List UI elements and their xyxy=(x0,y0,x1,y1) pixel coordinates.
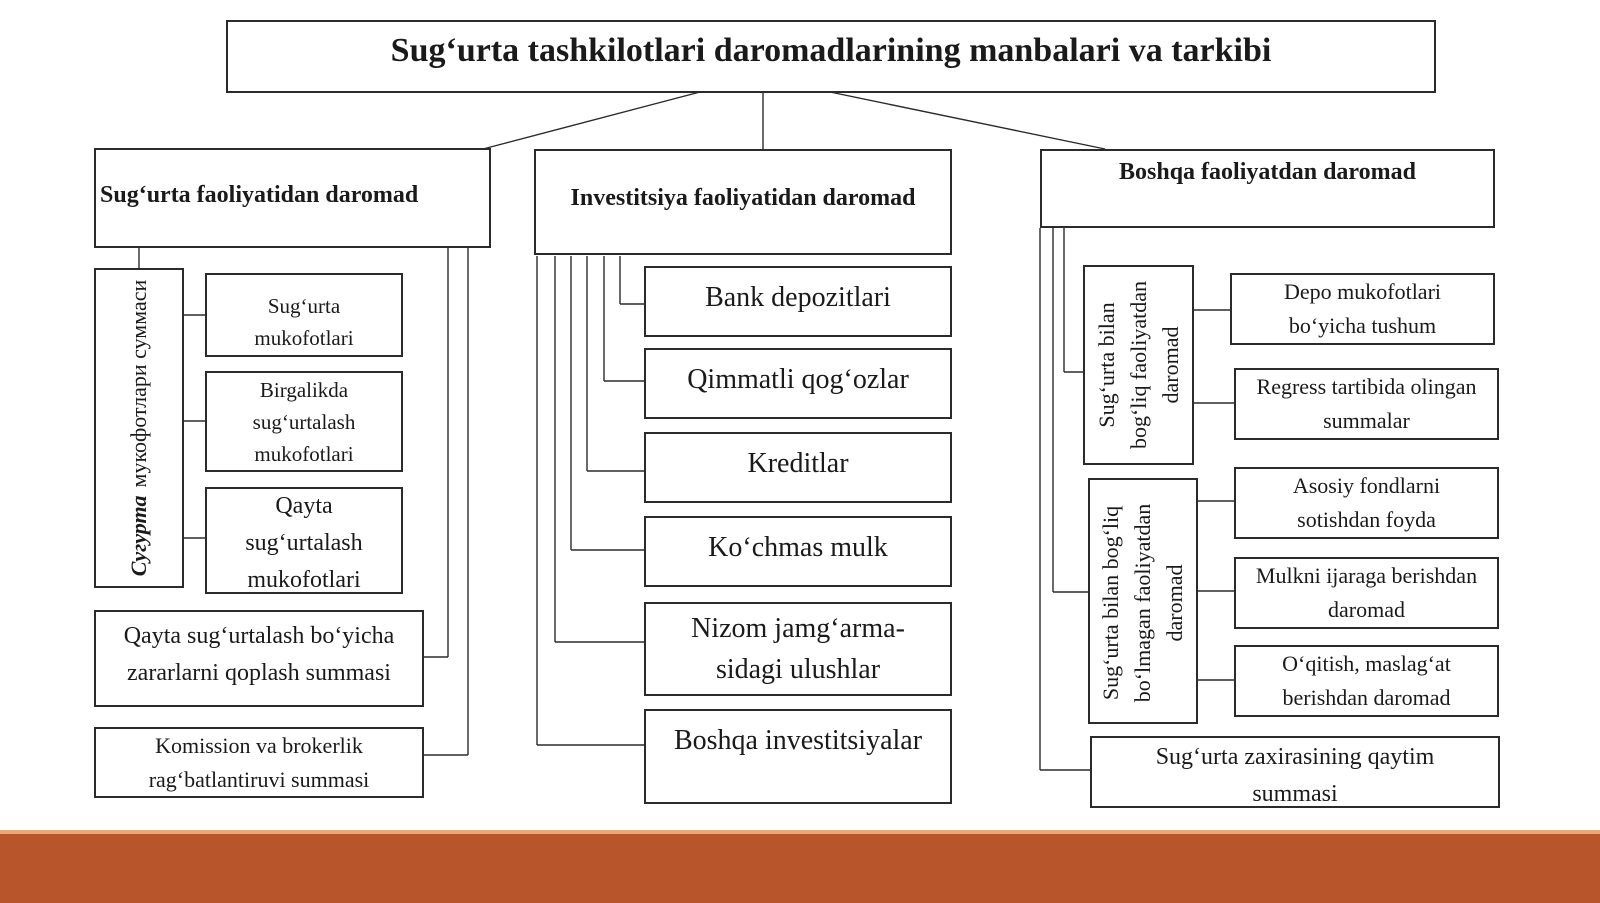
insurance-item-box xyxy=(205,273,403,357)
other-item-box xyxy=(1234,557,1499,629)
other-group2-box xyxy=(1088,478,1198,724)
group-label-normal: мукофотлари суммаси xyxy=(126,279,151,488)
insurance-header-box xyxy=(94,148,491,248)
footer-bar xyxy=(0,830,1600,903)
other-item-training: O‘qitish, maslag‘at berishdan daromad xyxy=(1282,651,1451,710)
investment-item-other: Boshqa investitsiyalar xyxy=(673,725,923,756)
investment-item-bank-deposits: Bank depozitlari xyxy=(705,282,891,313)
investment-item-box xyxy=(644,266,952,337)
insurance-item-reinsurance: Qayta sug‘urtalash mukofotlari xyxy=(245,492,363,593)
connector-title-other xyxy=(829,91,1106,150)
diagram-title: Sug‘urta tashkilotlari daromadlarining m… xyxy=(390,32,1272,69)
investment-item-box xyxy=(644,516,952,587)
insurance-extra-reinsurance-losses: Qayta sug‘urtalash bo‘yicha zararlarni q… xyxy=(123,623,395,686)
investment-item-box xyxy=(644,432,952,503)
other-header-box xyxy=(1040,149,1495,228)
other-header: Boshqa faoliyatdan daromad xyxy=(1119,158,1416,185)
other-item-box xyxy=(1234,467,1499,539)
other-extra-box xyxy=(1090,736,1500,808)
other-item-depo-premiums: Depo mukofotlari bo‘yicha tushum xyxy=(1283,279,1442,338)
connector-title-insurance xyxy=(482,91,701,150)
other-item-box xyxy=(1234,368,1499,440)
other-item-box xyxy=(1234,645,1499,717)
investment-item-securities: Qimmatli qog‘ozlar xyxy=(687,364,909,395)
other-group2-label: Sug‘urta bilan bog‘liq bo‘lmagan faoliya… xyxy=(1098,503,1187,703)
insurance-extra-box xyxy=(94,610,424,707)
insurance-extra-box xyxy=(94,727,424,798)
insurance-premiums-group-label: Сугурта мукофотлари суммаси xyxy=(121,273,157,583)
investment-item-box xyxy=(644,709,952,804)
insurance-item-premiums: Sug‘urta mukofotlari xyxy=(254,294,354,350)
investment-item-box xyxy=(644,348,952,419)
other-item-fixed-assets: Asosiy fondlarni sotishdan foyda xyxy=(1292,473,1441,532)
title-box xyxy=(226,20,1436,93)
insurance-item-box xyxy=(205,371,403,472)
other-group1-box xyxy=(1083,265,1194,465)
insurance-item-coinsurance: Birgalikda sug‘urtalash mukofotlari xyxy=(252,377,356,466)
group-label-bold: Сугурта xyxy=(126,495,151,577)
other-extra-reserve-return: Sug‘urta zaxirasining qaytim summasi xyxy=(1155,744,1435,807)
other-group1-label: Sug‘urta bilan bog‘liq faoliyatdan darom… xyxy=(1094,281,1183,450)
insurance-premiums-group-box xyxy=(94,268,184,588)
other-item-regress: Regress tartibida olingan summalar xyxy=(1256,374,1477,433)
other-item-box xyxy=(1230,273,1495,345)
insurance-item-box xyxy=(205,487,403,594)
other-item-lease: Mulkni ijaraga berishdan daromad xyxy=(1255,563,1478,622)
insurance-extra-commission: Komission va brokerlik rag‘batlantiruvi … xyxy=(148,732,370,792)
investment-item-charter-shares: Nizom jamg‘arma- sidagi ulushlar xyxy=(691,613,905,685)
investment-header-box xyxy=(534,149,952,255)
investment-header: Investitsiya faoliyatidan daromad xyxy=(570,184,916,211)
investment-item-real-estate: Ko‘chmas mulk xyxy=(708,532,888,563)
investment-item-box xyxy=(644,602,952,696)
insurance-header: Sug‘urta faoliyatidan daromad xyxy=(100,182,419,208)
investment-item-loans: Kreditlar xyxy=(747,448,849,479)
